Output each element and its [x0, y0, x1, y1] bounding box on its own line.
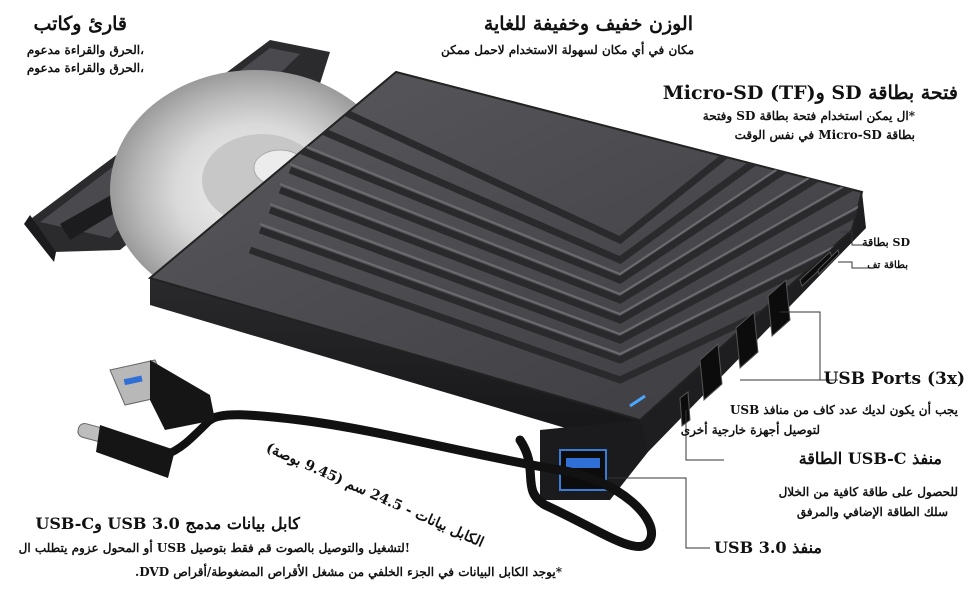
- usb3-heading: منفذ USB 3.0: [714, 538, 822, 557]
- callout-lines: [608, 231, 872, 549]
- lightweight-heading: الوزن خفيف وخفيفة للغاية: [483, 13, 693, 35]
- cd-reader-heading: قارئ وكاتب: [33, 13, 128, 35]
- usbc-line-1: للحصول على طاقة كافية من الخلال: [778, 485, 958, 499]
- card-slot-line-2: بطاقة Micro-SD في نفس الوقت: [734, 128, 915, 142]
- usbc-port-icon: [679, 391, 691, 427]
- usb-ports-heading: USB Ports (3x): [823, 369, 965, 389]
- usb-ports-line-2: لتوصيل أجهزة خارجية أخرى: [680, 423, 820, 437]
- card-slot-heading: فتحة بطاقة SD وMicro-SD (TF): [662, 82, 958, 104]
- tf-slot-icon: [817, 249, 840, 275]
- data-cable: [205, 410, 656, 551]
- front-ports: [679, 249, 840, 427]
- cable-heading: كابل بيانات مدمج USB 3.0 وUSB-C: [35, 514, 300, 533]
- led-indicator: [629, 394, 646, 408]
- usb-ports-line-1: يجب أن يكون لديك عدد كاف من منافذ USB: [729, 403, 958, 417]
- lightweight-line: مكان في أي مكان لسهولة الاستخدام لاحمل م…: [440, 43, 694, 57]
- sd-slot-label: SD بطاقة: [862, 236, 910, 249]
- cd-reader-line-2: ،الحرق والقراءة مدعوم: [26, 61, 144, 75]
- cable-line-2: !لتشغيل والتوصيل بالصوت قم فقط بتوصيل US…: [18, 541, 410, 555]
- drive-body-side: [150, 278, 640, 450]
- usbc-heading: منفذ USB-C الطاقة: [798, 449, 942, 468]
- usb-a-connector-icon: [109, 359, 215, 430]
- usb-port-icon: [699, 342, 723, 402]
- tf-slot-label: بطاقة تف: [867, 260, 908, 271]
- usbc-line-2: سلك الطاقة الإضافي والمرفق: [796, 505, 948, 519]
- usb3-hub: [540, 420, 648, 500]
- card-slot-line-1: *ال يمكن استخدام فتحة بطاقة SD وفتحة: [702, 109, 915, 123]
- cd-reader-line-1: ،الحرق والقراءة مدعوم: [26, 43, 144, 57]
- cable-line-3: *يوجد الكابل البيانات في الجزء الخلفي من…: [135, 565, 562, 579]
- usb-port-icon: [735, 310, 759, 370]
- usb-port-icon: [767, 278, 791, 338]
- usb-c-connector-icon: [77, 422, 175, 478]
